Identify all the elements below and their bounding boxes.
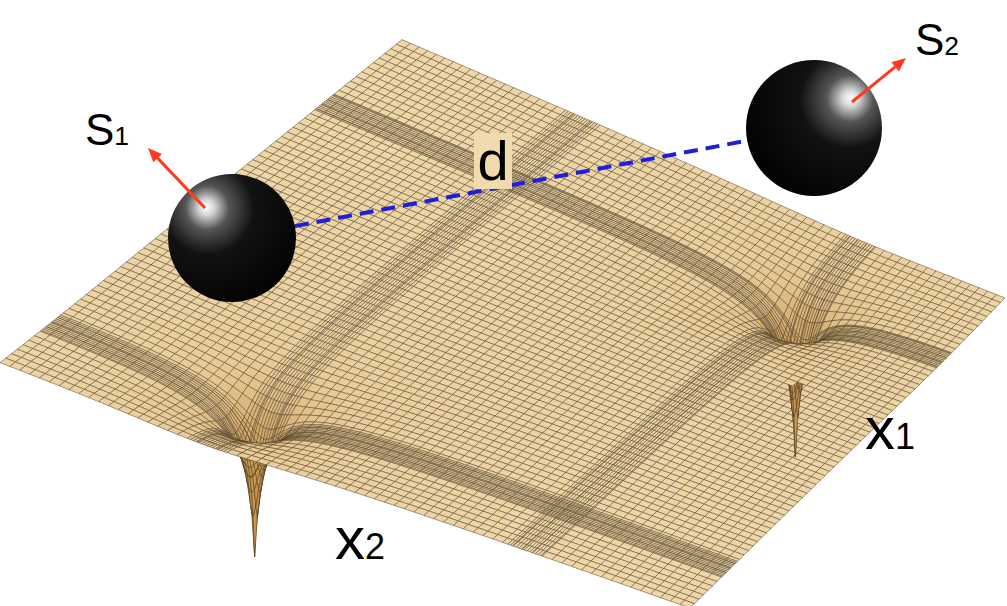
figure-stage: S1S2 x1x2d xyxy=(0,0,1007,606)
